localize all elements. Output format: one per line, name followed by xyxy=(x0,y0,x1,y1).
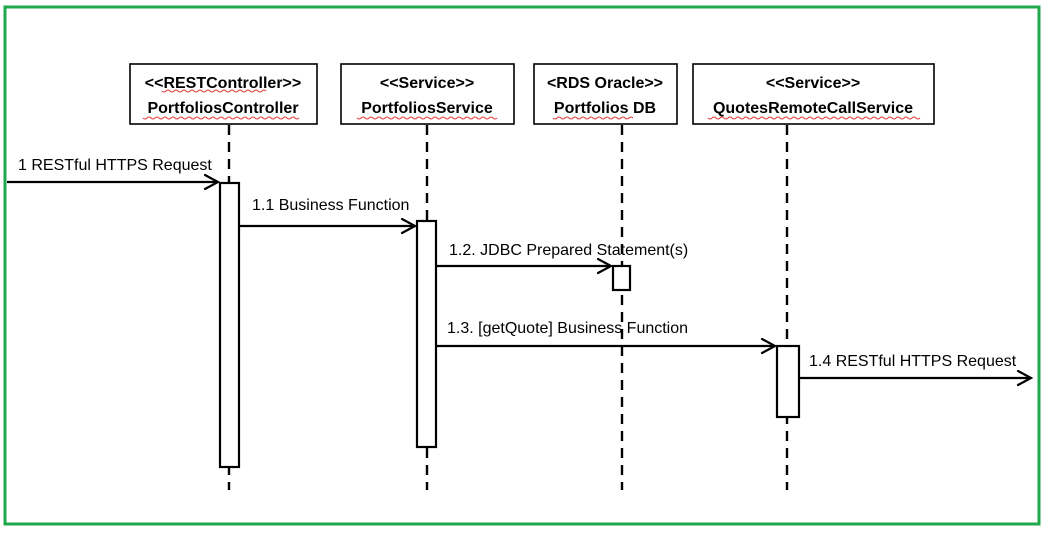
message-label: 1.1 Business Function xyxy=(252,197,409,214)
activation-portfolios-db xyxy=(611,264,632,292)
message-label: 1.2. JDBC Prepared Statement(s) xyxy=(449,242,688,259)
participant-portfolios-db: <RDS Oracle>> Portfolios DB xyxy=(533,63,678,125)
participant-name: PortfoliosController xyxy=(147,100,298,117)
participant-portfolios-service: <<Service>> PortfoliosService xyxy=(340,63,515,125)
spellcheck-underline xyxy=(142,116,300,120)
participant-stereotype: <<Service>> xyxy=(766,75,860,92)
activation-portfolios-service xyxy=(415,219,438,449)
spellcheck-underline xyxy=(552,116,634,120)
participant-name: PortfoliosService xyxy=(361,100,493,117)
message-label: 1 RESTful HTTPS Request xyxy=(18,157,212,174)
spellcheck-underline xyxy=(707,116,921,120)
participant-name: QuotesRemoteCallService xyxy=(713,100,913,117)
participant-name: Portfolios DB xyxy=(554,100,656,117)
message-1-2: 1.2. JDBC Prepared Statement(s) xyxy=(436,242,688,275)
spellcheck-underline xyxy=(356,116,498,120)
message-1-1: 1.1 Business Function xyxy=(239,197,418,235)
participant-stereotype: <<RESTController>> xyxy=(145,75,302,92)
message-1-3: 1.3. [getQuote] Business Function xyxy=(436,320,778,355)
participant-portfolios-controller: <<RESTController>> PortfoliosController xyxy=(129,63,318,125)
activation-portfolios-controller xyxy=(218,181,241,469)
message-label: 1.4 RESTful HTTPS Request xyxy=(809,353,1017,370)
spellcheck-underline xyxy=(161,89,267,93)
message-1-4: 1.4 RESTful HTTPS Request xyxy=(799,353,1034,387)
participant-stereotype: <<Service>> xyxy=(380,75,474,92)
message-label: 1.3. [getQuote] Business Function xyxy=(447,320,688,337)
message-1: 1 RESTful HTTPS Request xyxy=(7,157,221,191)
participant-stereotype: <RDS Oracle>> xyxy=(547,75,663,92)
participant-quotes-remote-call-service: <<Service>> QuotesRemoteCallService xyxy=(692,63,935,125)
activation-quotes-remote-call-service xyxy=(775,344,801,419)
